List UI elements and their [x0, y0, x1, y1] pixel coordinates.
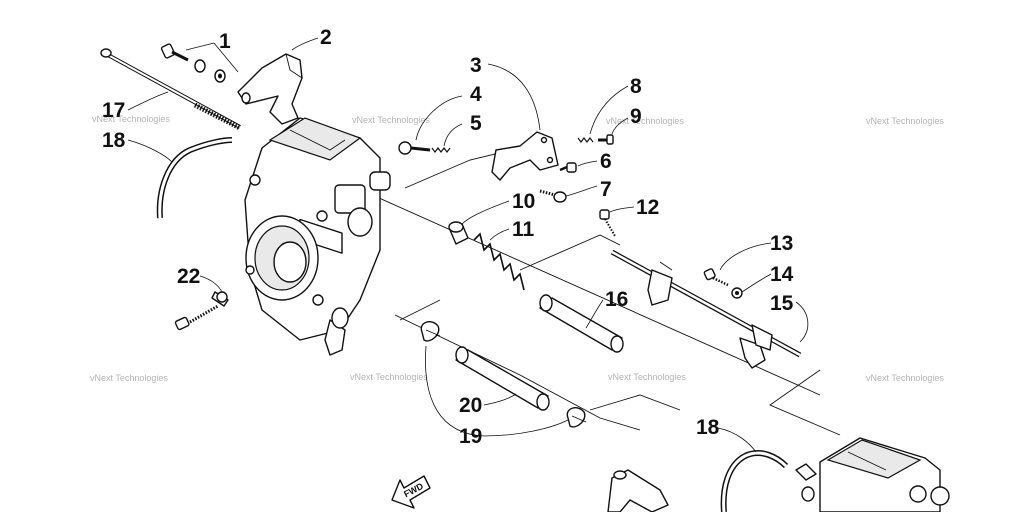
t-fitting [607, 469, 669, 513]
part-15-throttle-shaft [610, 249, 802, 369]
callout-13: 13 [770, 232, 793, 255]
part-3-cam-bracket [491, 131, 559, 181]
part-12-screw [599, 209, 616, 237]
carburetor-right [795, 437, 950, 513]
callout-22: 22 [177, 265, 200, 288]
callout-14: 14 [770, 263, 794, 286]
part-19-clamps [420, 321, 587, 428]
callout-20: 20 [459, 394, 482, 417]
watermark: vNext Technologies [866, 373, 944, 383]
part-14-nut [731, 287, 743, 299]
watermark: vNext Technologies [92, 114, 170, 124]
callout-15: 15 [770, 292, 794, 315]
part-8-9-screw-spring [577, 134, 614, 145]
forward-arrow-icon: FWD [391, 475, 431, 509]
callout-16: 16 [605, 288, 628, 311]
leader-lines [127, 37, 809, 453]
callout-18: 18 [102, 129, 126, 152]
callout-11: 11 [512, 218, 535, 241]
part-18-hose-left [156, 137, 233, 219]
callout-5: 5 [470, 112, 482, 135]
watermark: vNext Technologies [606, 116, 684, 126]
callout-7: 7 [600, 178, 612, 201]
part-1-screw-washers [160, 43, 226, 83]
part-10-bushing [448, 221, 469, 245]
callout-1: 1 [219, 30, 231, 53]
watermarks: vNext Technologies vNext Technologies vN… [90, 114, 944, 383]
callout-2: 2 [320, 26, 332, 49]
callouts: 1 2 3 4 5 6 7 8 9 10 11 12 13 14 15 16 1… [102, 26, 794, 448]
part-2-bracket [237, 53, 303, 125]
callout-8: 8 [630, 75, 642, 98]
part-13-screw [703, 268, 729, 287]
part-18-hose-right [720, 450, 789, 513]
part-17-rod [100, 48, 242, 131]
part-20-hose [455, 346, 550, 411]
callout-4: 4 [470, 83, 482, 106]
callout-19: 19 [459, 425, 482, 448]
assembly-lines [349, 147, 841, 436]
part-6-screw [559, 162, 577, 173]
part-16-hose [539, 294, 624, 353]
callout-17: 17 [102, 99, 125, 122]
watermark: vNext Technologies [352, 115, 430, 125]
watermark: vNext Technologies [350, 372, 428, 382]
watermark: vNext Technologies [608, 372, 686, 382]
part-7-screw [539, 189, 567, 203]
part-22-screw-clip [174, 291, 229, 331]
callout-9: 9 [630, 105, 642, 128]
carburetor-left [244, 117, 391, 356]
callout-10: 10 [512, 190, 535, 213]
callout-12: 12 [636, 196, 659, 219]
part-4-5-screw-spring [398, 141, 451, 155]
watermark: vNext Technologies [866, 116, 944, 126]
watermark: vNext Technologies [90, 373, 168, 383]
part-11-spring [473, 232, 525, 291]
callout-6: 6 [600, 150, 612, 173]
callout-18: 18 [696, 416, 720, 439]
callout-3: 3 [470, 54, 482, 77]
